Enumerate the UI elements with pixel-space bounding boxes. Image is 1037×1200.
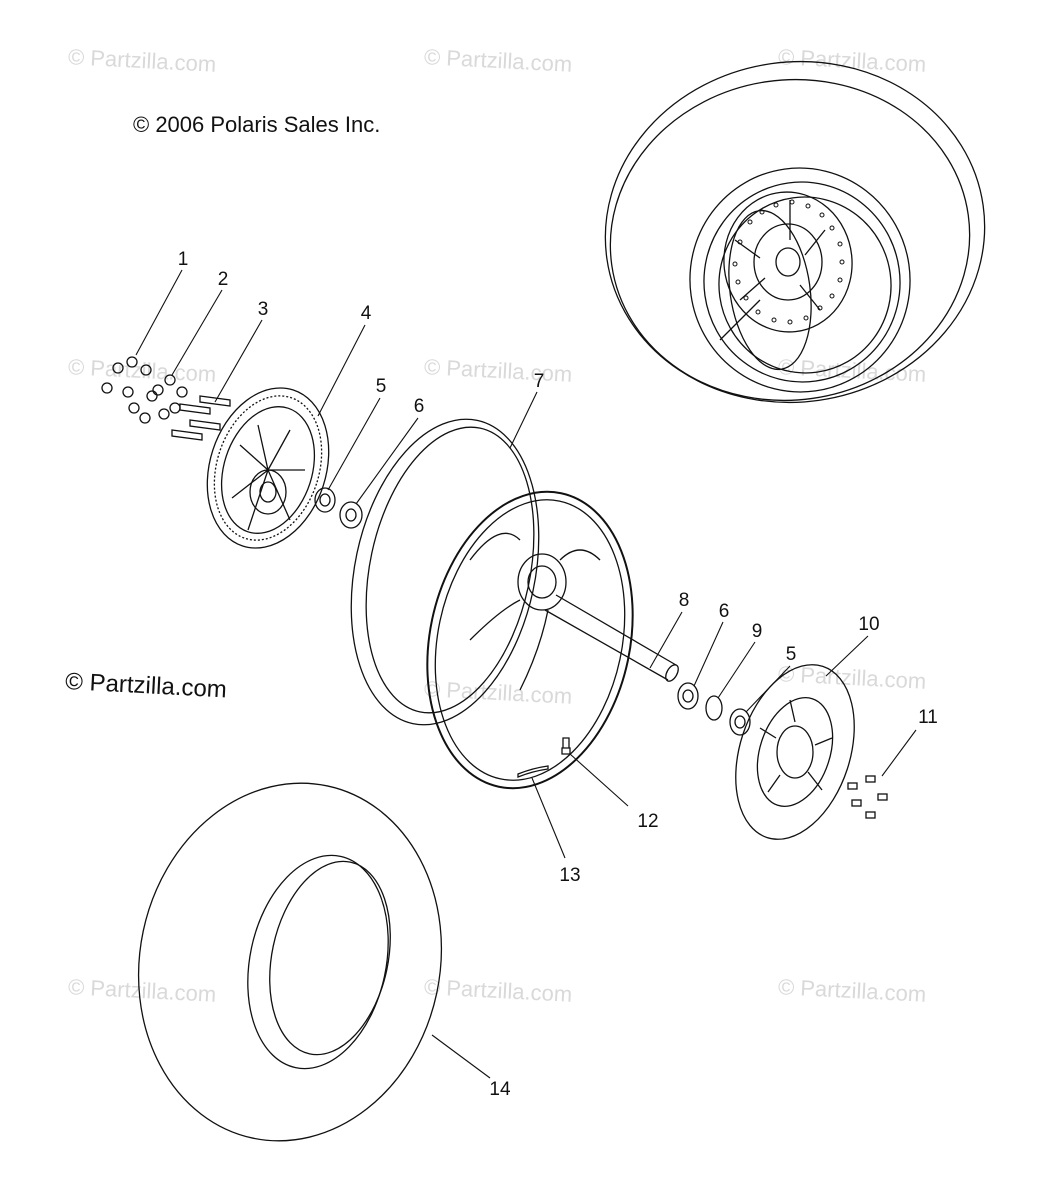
bearing-part-6 [339,501,363,529]
callout-4: 4 [360,303,372,324]
seal-part-5 [729,708,751,736]
wheel-rim [350,418,634,790]
callout-12: 12 [637,811,659,832]
bearing-part-6 [677,682,699,710]
callout-6: 6 [413,396,425,417]
callout-13: 13 [559,865,581,886]
callout-3: 3 [257,299,269,320]
sprocket [206,387,330,549]
rotor-holes [732,199,845,325]
callout-6b: 6 [718,601,730,622]
tire [137,782,443,1142]
callout-11: 11 [918,707,938,728]
callout-14: 14 [489,1079,511,1100]
assembled-wheel [604,60,986,404]
callout-1: 1 [177,249,189,270]
balance-weight [517,765,549,778]
callout-8: 8 [678,590,690,611]
callout-2: 2 [217,269,229,290]
callout-5b: 5 [785,644,797,665]
hardware-group [101,356,231,441]
rotor-bolts [847,775,888,819]
leader-lines [135,269,917,1079]
brake-rotor [735,664,855,840]
callout-7: 7 [533,371,545,392]
callout-5: 5 [375,376,387,397]
copyright-text: © 2006 Polaris Sales Inc. [133,112,381,137]
seal-part-5 [314,487,336,513]
valve-stem [561,737,571,755]
callout-9: 9 [751,621,763,642]
callout-10: 10 [858,614,880,635]
circlip-part-9 [705,695,723,721]
axle [544,594,679,682]
